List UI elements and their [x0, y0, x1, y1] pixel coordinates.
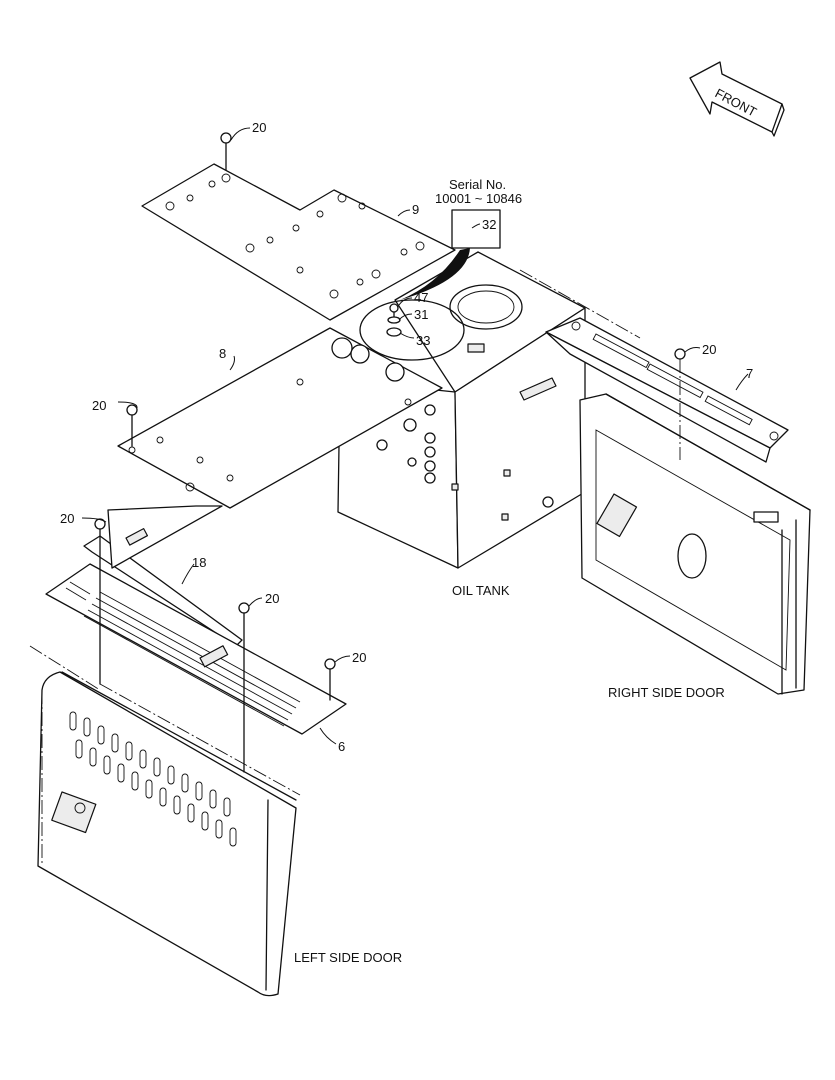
part-9-holes: [165, 173, 425, 299]
washer-31: [387, 316, 401, 324]
label-18: 18: [192, 555, 206, 570]
serial-box: [400, 209, 501, 300]
label-20-handle: 20: [60, 511, 74, 526]
callout-lines: [81, 127, 749, 745]
label-47: 47: [414, 290, 428, 305]
assembly-guides: [29, 645, 301, 866]
label-31: 31: [414, 307, 428, 322]
serial-label: Serial No.: [449, 177, 506, 192]
label-20-top: 20: [252, 120, 266, 135]
part-9-cover-plate: [141, 163, 456, 321]
label-6: 6: [338, 739, 345, 754]
label-20-grille-end: 20: [352, 650, 366, 665]
label-20-left: 20: [92, 398, 106, 413]
bolt-20b: [126, 404, 138, 447]
right-side-door: [579, 393, 811, 695]
oil-tank: [337, 251, 641, 569]
bolt-markers: [94, 132, 686, 773]
label-7: 7: [746, 366, 753, 381]
label-left-side-door: LEFT SIDE DOOR: [294, 950, 402, 965]
left-side-door: [37, 671, 297, 997]
part-6-slots: [65, 581, 301, 727]
serial-range: 10001 ~ 10846: [435, 191, 522, 206]
text-labels: 20 20 20 20 20 20 9 8 7 18 6 32 47 31 33…: [60, 120, 753, 965]
part-6-grille: [45, 563, 347, 735]
bolt-20c: [94, 518, 106, 685]
label-oil-tank: OIL TANK: [452, 583, 510, 598]
part-7-bracket: [545, 317, 789, 463]
label-right-side-door: RIGHT SIDE DOOR: [608, 685, 725, 700]
label-20-bracket: 20: [702, 342, 716, 357]
front-arrow: FRONT: [689, 61, 785, 137]
bolt-20d: [238, 602, 250, 773]
label-8: 8: [219, 346, 226, 361]
bolt-47: [389, 303, 399, 321]
bolt-20f: [674, 348, 686, 460]
part-18-handle: [83, 505, 243, 647]
label-32: 32: [482, 217, 496, 232]
bolt-20a: [220, 132, 232, 171]
label-20-grille: 20: [265, 591, 279, 606]
left-door-louvres: [69, 711, 237, 847]
bolt-20e: [324, 658, 336, 701]
washer-33: [386, 327, 402, 337]
label-9: 9: [412, 202, 419, 217]
part-8-plate: [117, 327, 443, 509]
label-33: 33: [416, 333, 430, 348]
